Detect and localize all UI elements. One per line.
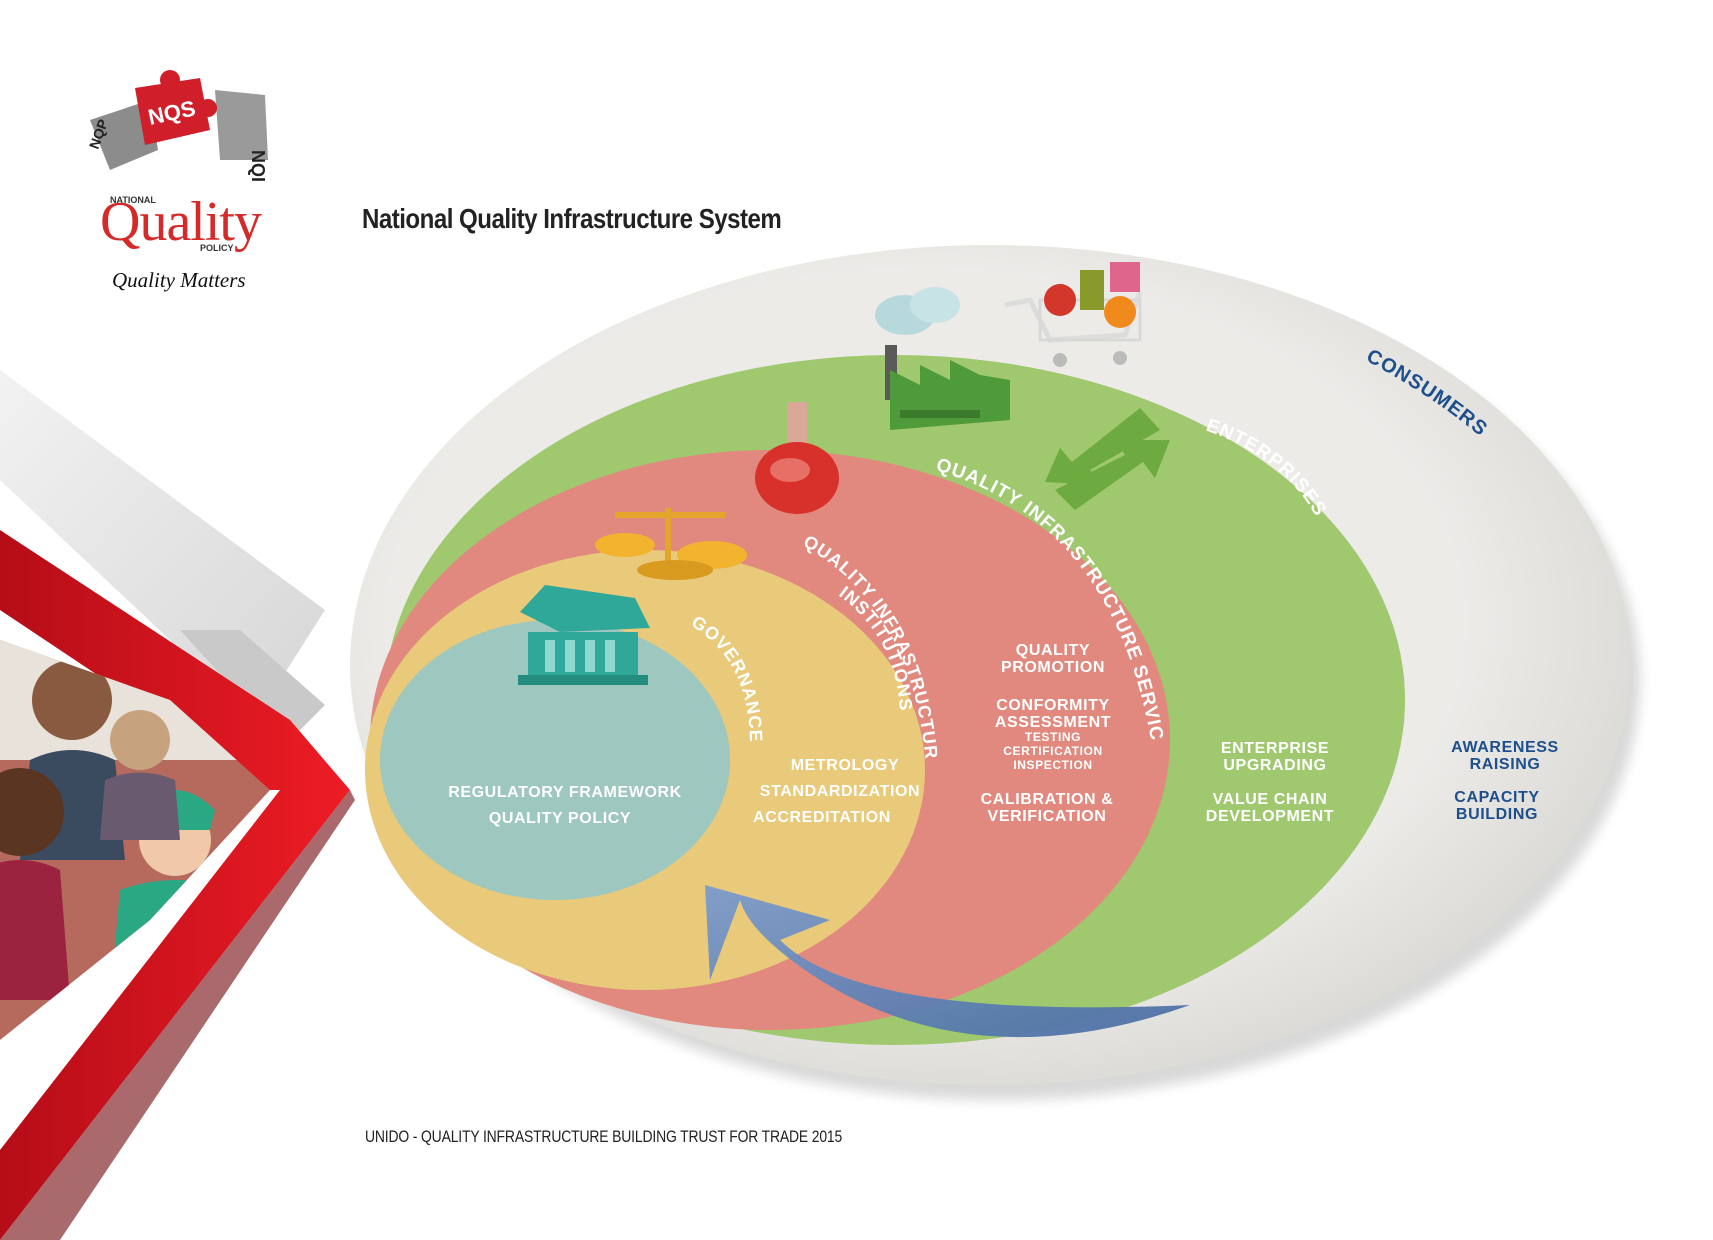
governance-item: REGULATORY FRAMEWORK — [448, 784, 682, 801]
logo-national: NATIONAL — [110, 195, 156, 205]
page-title: National Quality Infrastructure System — [362, 203, 782, 234]
enterprises-item: ENTERPRISE — [1221, 740, 1329, 757]
consumers-item: AWARENESS — [1451, 739, 1559, 756]
logo-tagline: Quality Matters — [112, 268, 246, 292]
logo-nqi: NQI — [248, 150, 268, 182]
footer-source: UNIDO - QUALITY INFRASTRUCTURE BUILDING … — [365, 1127, 843, 1146]
services-item: ASSESSMENT — [995, 714, 1111, 731]
enterprises-item: UPGRADING — [1223, 757, 1326, 774]
factory-icon — [875, 287, 1010, 430]
governance-layer — [380, 620, 730, 900]
grey-decor-band — [0, 370, 325, 745]
services-subitem: INSPECTION — [1013, 758, 1092, 772]
services-item: VERIFICATION — [988, 808, 1107, 825]
governance-item: QUALITY POLICY — [489, 810, 631, 827]
services-item: CONFORMITY — [996, 697, 1110, 714]
institutions-item: METROLOGY — [791, 757, 900, 774]
consumers-item: RAISING — [1470, 756, 1541, 773]
flask-icon — [755, 402, 839, 514]
exchange-arrows-icon — [1045, 408, 1170, 510]
institutions-item: ACCREDITATION — [753, 809, 891, 826]
enterprises-item: VALUE CHAIN — [1213, 791, 1328, 808]
logo-puzzle: NQS NQP NQI — [86, 70, 268, 182]
services-item: CALIBRATION & — [981, 791, 1114, 808]
logo-quality: Quality — [100, 191, 262, 253]
enterprises-item: DEVELOPMENT — [1206, 808, 1334, 825]
services-item: PROMOTION — [1001, 659, 1105, 676]
government-building-icon — [518, 585, 650, 685]
shopping-cart-icon — [1004, 262, 1143, 367]
services-item: QUALITY — [1016, 642, 1090, 659]
services-subitem: CERTIFICATION — [1003, 744, 1103, 758]
logo-policy: POLICY — [200, 243, 234, 253]
institutions-item: STANDARDIZATION — [760, 783, 920, 800]
scales-icon — [595, 508, 747, 580]
red-decor-band — [0, 530, 355, 1240]
consumers-item: BUILDING — [1456, 806, 1538, 823]
feedback-arrow — [705, 885, 1190, 1038]
consumers-item: CAPACITY — [1454, 789, 1539, 806]
services-subitem: TESTING — [1025, 730, 1081, 744]
